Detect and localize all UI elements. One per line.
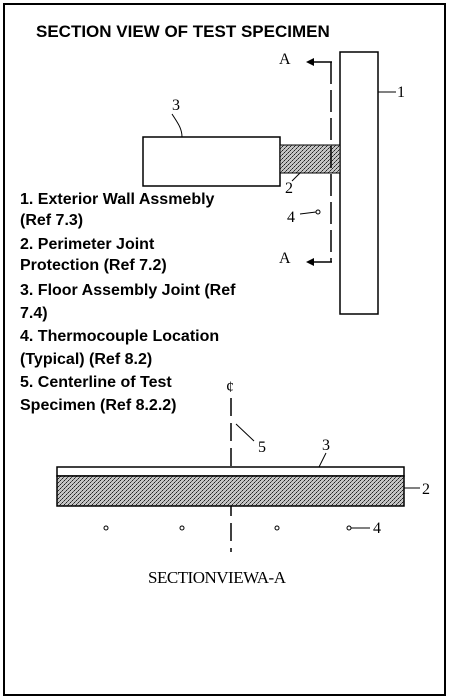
legend-line: 2. Perimeter Joint [20,236,155,253]
upper-arrowhead [306,58,314,66]
legend-line: 1. Exterior Wall Assmebly [20,191,215,208]
section-floor-assembly [56,466,405,477]
section-floor-leader [318,452,327,468]
legend-line: 4. Thermocouple Location [20,328,219,345]
upper-section-marker: A [279,51,291,68]
floor-callout-bottom: 3 [322,437,330,454]
legend-line: 5. Centerline of Test [20,374,172,391]
centerline-leader [235,423,255,442]
thermocouple-callout-top: 4 [287,209,295,226]
floor-assembly [142,136,281,187]
thermocouple-marker-top [315,209,321,215]
floor-leader [171,113,183,138]
wall-callout: 1 [397,84,405,101]
thermocouple-marker [346,525,352,531]
joint-callout-bottom: 2 [422,481,430,498]
legend-line: 7.4) [20,305,48,322]
floor-callout-top: 3 [172,97,180,114]
section-perimeter-joint [56,475,405,507]
exterior-wall [339,51,379,315]
section-view-label: SECTIONVIEWA-A [148,568,287,587]
legend-line: 3. Floor Assembly Joint (Ref [20,282,236,299]
thermocouple-marker [274,525,280,531]
joint-callout-top: 2 [285,180,293,197]
thermocouple-marker [103,525,109,531]
centerline-callout: 5 [258,439,266,456]
legend-line: (Ref 7.3) [20,212,83,229]
figure-frame [3,3,446,696]
thermocouple-leader-top [299,211,317,215]
legend-line: (Typical) (Ref 8.2) [20,351,152,368]
lower-section-marker: A [279,250,291,267]
joint-leader [291,172,301,182]
lower-arrowhead [306,258,314,266]
thermocouple-marker [179,525,185,531]
figure-title: SECTION VIEW OF TEST SPECIMEN [36,22,330,41]
legend-line: Protection (Ref 7.2) [20,257,167,274]
perimeter-joint [279,144,341,174]
thermocouple-callout-bottom: 4 [373,520,381,537]
centerline-symbol: ¢ [226,379,234,396]
legend-line: Specimen (Ref 8.2.2) [20,397,177,414]
